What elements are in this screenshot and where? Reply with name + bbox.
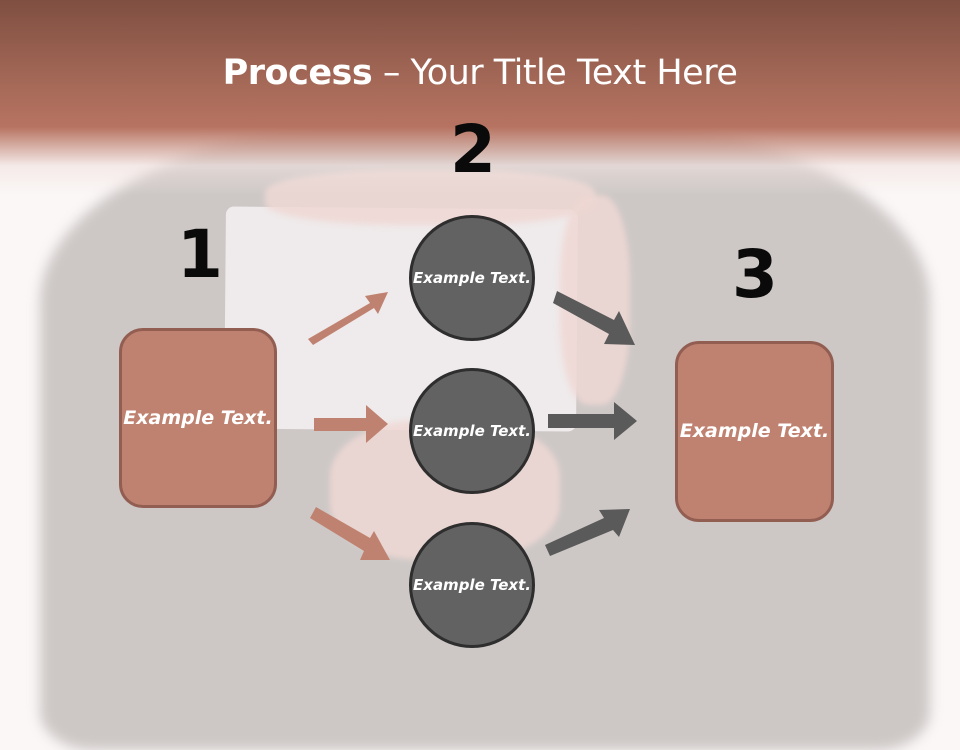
arrow-up-right-icon	[545, 509, 630, 556]
arrow-right-icon	[314, 405, 388, 443]
step-2-circle-top: Example Text.	[409, 215, 535, 341]
step-1-box: Example Text.	[119, 328, 277, 508]
title-bold: Process	[222, 53, 373, 93]
title-rest: – Your Title Text Here	[372, 53, 738, 93]
arrows-layer	[308, 291, 637, 560]
step-2-circle-middle: Example Text.	[409, 368, 535, 494]
step-2-circle-bottom: Example Text.	[409, 522, 535, 648]
step-number-1: 1	[177, 216, 223, 293]
arrow-down-right-icon	[310, 507, 390, 560]
arrow-down-right-icon	[553, 291, 635, 345]
arrow-up-right-icon	[308, 292, 388, 345]
right-arrows	[545, 291, 637, 556]
step-3-box: Example Text.	[675, 341, 834, 522]
step-number-3: 3	[732, 236, 778, 313]
step-number-2: 2	[450, 111, 496, 188]
left-arrows	[308, 292, 390, 560]
title-banner	[0, 0, 960, 195]
slide-title: Process – Your Title Text Here	[0, 53, 960, 93]
arrow-right-icon	[548, 402, 637, 440]
